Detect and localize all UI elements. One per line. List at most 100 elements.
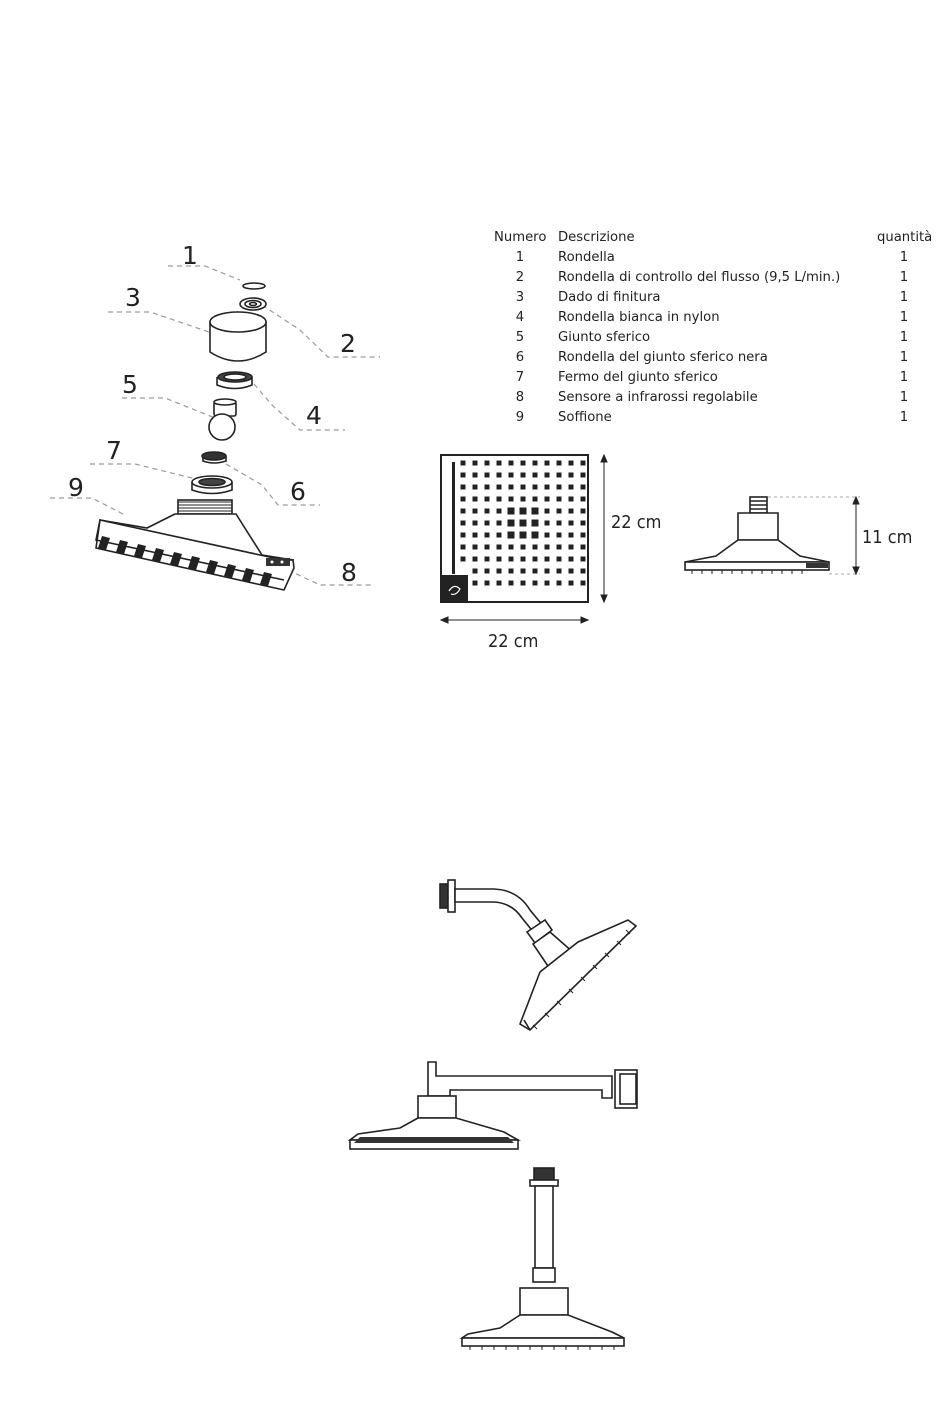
row-number: 9: [515, 410, 525, 425]
nozzle: [460, 520, 466, 526]
nozzle: [580, 484, 586, 490]
row-description: Rondella: [558, 250, 615, 265]
angled-head: [519, 919, 638, 1032]
ceiling-flange: [529, 1179, 559, 1187]
nozzle: [568, 568, 574, 574]
nozzle: [520, 460, 526, 466]
header-description: Descrizione: [558, 230, 635, 245]
nozzle: [556, 484, 562, 490]
nozzle: [484, 472, 490, 478]
nozzle: [544, 508, 550, 514]
row-quantity: 1: [899, 310, 909, 325]
nozzle: [472, 556, 478, 562]
nozzle: [520, 484, 526, 490]
row-number: 2: [515, 270, 525, 285]
sensor-strip: [452, 462, 455, 574]
part-6-black-washer: [201, 451, 227, 464]
nozzle: [544, 484, 550, 490]
side-sensor: [806, 563, 828, 568]
nozzle: [472, 472, 478, 478]
nozzle: [496, 496, 502, 502]
exploded-parts: [95, 282, 295, 591]
nozzle: [556, 580, 562, 586]
nozzle: [556, 460, 562, 466]
corner-logo: [441, 575, 468, 602]
side-nozzles: [691, 570, 803, 574]
nozzle: [568, 580, 574, 586]
nozzle: [568, 520, 574, 526]
nozzle: [496, 580, 502, 586]
row-number: 6: [515, 350, 525, 365]
nozzle: [580, 520, 586, 526]
nozzle: [520, 496, 526, 502]
header-quantity: quantità: [877, 230, 933, 245]
row-number: 7: [515, 370, 525, 385]
nozzle: [472, 568, 478, 574]
nozzle: [520, 568, 526, 574]
row-description: Rondella del giunto sferico nera: [558, 350, 768, 365]
table-row: 8 Sensore a infrarossi regolabile 1: [488, 388, 940, 408]
nozzle: [532, 580, 538, 586]
nozzle: [460, 460, 466, 466]
nozzle: [460, 496, 466, 502]
nozzle: [568, 544, 574, 550]
dimension-height-label: 22 cm: [611, 512, 661, 533]
nozzle: [472, 520, 478, 526]
leader-line-6: [225, 463, 320, 506]
nozzle: [460, 556, 466, 562]
row-quantity: 1: [899, 290, 909, 305]
nozzle: [544, 520, 550, 526]
nozzle: [496, 460, 502, 466]
nozzle: [532, 496, 538, 502]
row-description: Giunto sferico: [558, 330, 651, 345]
arrow: [580, 616, 590, 624]
nozzle: [460, 544, 466, 550]
curved-arm: [454, 888, 546, 936]
nozzle: [544, 460, 550, 466]
nozzle: [556, 472, 562, 478]
nozzle: [496, 508, 502, 514]
nozzle: [508, 496, 514, 502]
nozzle: [544, 580, 550, 586]
side-dimension-line: [852, 495, 860, 576]
nozzle: [568, 460, 574, 466]
head-nozzle-face: [354, 1137, 514, 1143]
nozzle: [472, 484, 478, 490]
nozzle: [496, 532, 502, 538]
table-header-row: Numero Descrizione quantità: [488, 228, 940, 248]
nozzle: [532, 568, 538, 574]
wall-plate: [447, 879, 456, 913]
part-7-retainer: [191, 475, 233, 495]
leader-line-7: [90, 463, 201, 481]
dimension-lines: [439, 453, 608, 624]
leader-line-9: [50, 497, 126, 516]
callout-9: 9: [68, 473, 84, 502]
nozzle: [580, 544, 586, 550]
nozzle: [519, 507, 527, 515]
ceiling-head-dome: [459, 1314, 625, 1339]
nozzle: [484, 496, 490, 502]
nozzle: [508, 472, 514, 478]
nozzle: [484, 556, 490, 562]
ceiling-nut: [533, 1167, 555, 1181]
nozzle: [484, 460, 490, 466]
leader-line-2: [261, 304, 380, 358]
nozzle: [460, 484, 466, 490]
nozzle: [520, 544, 526, 550]
nozzle: [472, 532, 478, 538]
nozzle: [568, 496, 574, 502]
nozzle: [496, 544, 502, 550]
nozzle: [520, 580, 526, 586]
nozzle: [508, 484, 514, 490]
nozzle: [532, 484, 538, 490]
nozzle: [580, 532, 586, 538]
nozzle: [484, 508, 490, 514]
part-1-washer: [242, 282, 266, 290]
row-number: 5: [515, 330, 525, 345]
nozzle: [556, 508, 562, 514]
dimension-width-label: 22 cm: [488, 631, 538, 652]
nozzle: [472, 460, 478, 466]
row-quantity: 1: [899, 250, 909, 265]
nozzle: [531, 507, 539, 515]
